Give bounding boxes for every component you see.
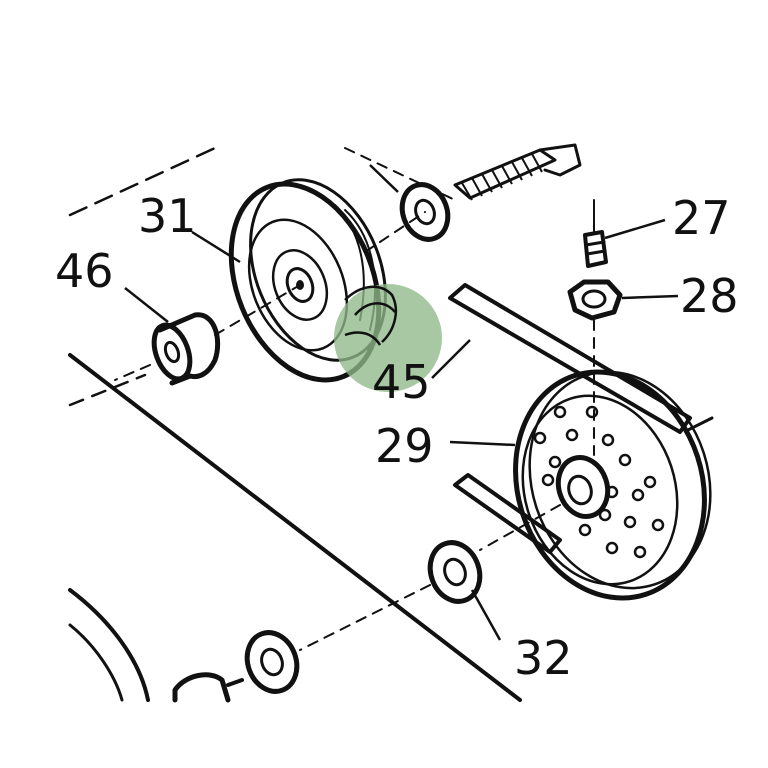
callout-29: 29 xyxy=(375,419,434,473)
pulley-holes xyxy=(533,405,665,559)
highlighted-belt-detail xyxy=(344,285,398,346)
v-belt xyxy=(448,283,692,554)
hex-nut xyxy=(567,279,623,456)
threaded-bolt xyxy=(344,143,582,201)
callout-28: 28 xyxy=(680,269,739,323)
washer-top xyxy=(399,182,451,242)
callout-45: 45 xyxy=(372,355,431,409)
callout-32: 32 xyxy=(514,631,573,685)
callout-46: 46 xyxy=(55,244,114,298)
drive-pulley xyxy=(479,369,712,601)
leader-lines xyxy=(124,164,679,641)
callout-31: 31 xyxy=(138,189,197,243)
spacer-bushing xyxy=(114,284,301,386)
callout-27: 27 xyxy=(672,191,731,245)
washer-32 xyxy=(299,540,483,651)
grease-fitting xyxy=(583,199,608,268)
housing-lines xyxy=(68,146,714,702)
highlight-marker xyxy=(334,284,442,392)
washer-lower xyxy=(172,630,300,703)
